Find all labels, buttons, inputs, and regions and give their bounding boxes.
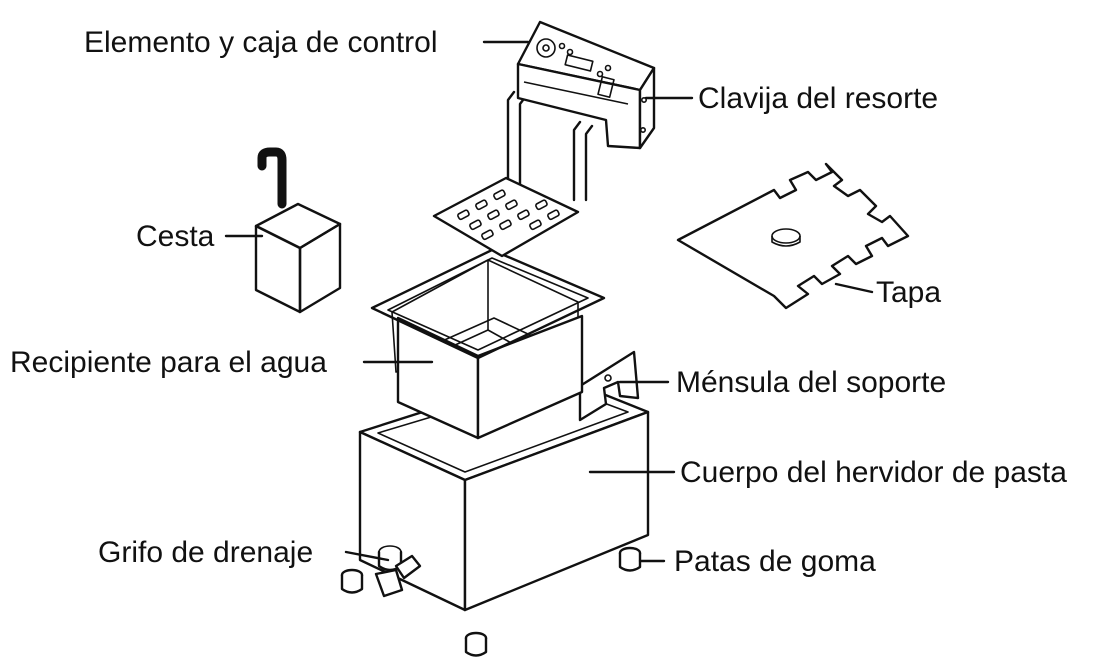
label-support-bracket: Ménsula del soporte <box>676 366 946 399</box>
label-lid: Tapa <box>876 276 941 309</box>
control-box <box>516 20 656 150</box>
label-basket: Cesta <box>136 220 215 253</box>
plate-holes <box>457 189 560 241</box>
lid <box>676 162 910 310</box>
basket <box>254 147 342 314</box>
rubber-foot <box>618 546 642 572</box>
rubber-foot <box>340 568 364 594</box>
label-rubber-feet: Patas de goma <box>674 545 876 578</box>
support-bracket <box>578 350 640 422</box>
water-container <box>370 248 606 440</box>
label-drain-tap: Grifo de drenaje <box>98 536 313 569</box>
rubber-foot <box>464 631 488 657</box>
label-spring-pin: Clavija del resorte <box>698 82 938 115</box>
label-boiler-body: Cuerpo del hervidor de pasta <box>680 456 1067 489</box>
leader-lines <box>224 40 874 563</box>
drain-tap <box>374 545 422 598</box>
label-control-box: Elemento y caja de control <box>84 26 438 59</box>
label-water-container: Recipiente para el agua <box>10 346 327 379</box>
heating-plate <box>432 176 580 258</box>
